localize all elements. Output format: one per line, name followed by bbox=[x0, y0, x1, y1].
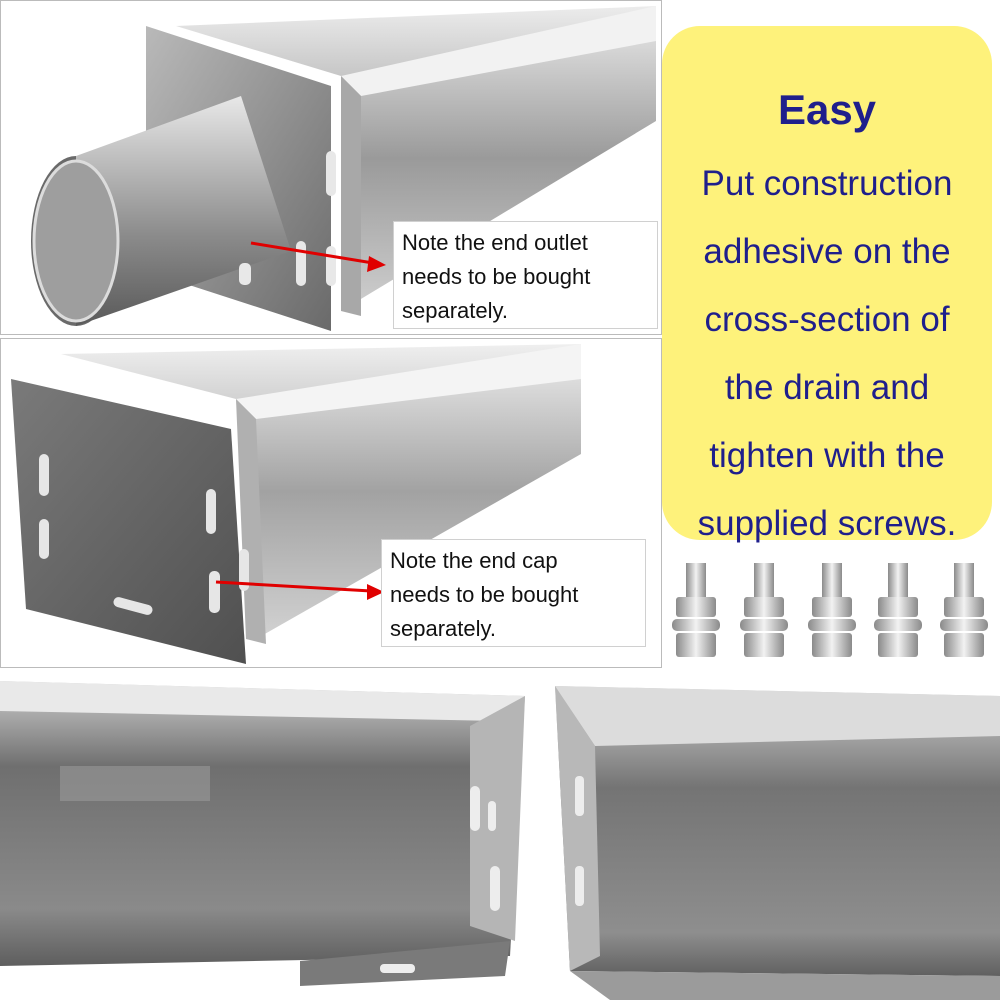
end-outlet-panel: Note the end outlet needs to be bought s… bbox=[0, 0, 662, 335]
callout-line: the drain and bbox=[724, 368, 930, 407]
callout-line: supplied screws. bbox=[697, 504, 957, 543]
callout-line: cross-section of bbox=[704, 300, 950, 339]
bolt-with-nut-and-washer-icon bbox=[672, 563, 720, 657]
callout-line: adhesive on the bbox=[703, 232, 951, 271]
bolt-with-nut-and-washer-icon bbox=[940, 563, 988, 657]
end-cap-note-line: needs to be bought bbox=[390, 582, 579, 607]
end-outlet-note-line: needs to be bought bbox=[402, 264, 591, 289]
instruction-callout: Easy Put construction adhesive on the cr… bbox=[662, 26, 992, 543]
drain-end-closeup-right bbox=[550, 676, 1000, 1000]
end-cap-note-line: separately. bbox=[390, 616, 496, 641]
end-cap-panel: Note the end cap needs to be bought sepa… bbox=[0, 338, 662, 668]
callout-line: tighten with the bbox=[709, 436, 945, 475]
callout-line: Put construction bbox=[701, 164, 953, 203]
end-outlet-note-line: separately. bbox=[402, 298, 508, 323]
end-cap-photo bbox=[1, 339, 661, 667]
bolt-with-nut-and-washer-icon bbox=[740, 563, 788, 657]
end-outlet-note-line: Note the end outlet bbox=[402, 230, 588, 255]
callout-heading: Easy bbox=[777, 86, 877, 133]
screw-set bbox=[672, 563, 988, 657]
bolt-with-nut-and-washer-icon bbox=[874, 563, 922, 657]
end-cap-note-line: Note the end cap bbox=[390, 548, 558, 573]
end-outlet-photo bbox=[1, 1, 661, 334]
end-outlet-note: Note the end outlet needs to be bought s… bbox=[393, 221, 658, 329]
drain-end-closeup-left bbox=[0, 676, 545, 1000]
bolt-with-nut-and-washer-icon bbox=[808, 563, 856, 657]
end-cap-note: Note the end cap needs to be bought sepa… bbox=[381, 539, 646, 647]
